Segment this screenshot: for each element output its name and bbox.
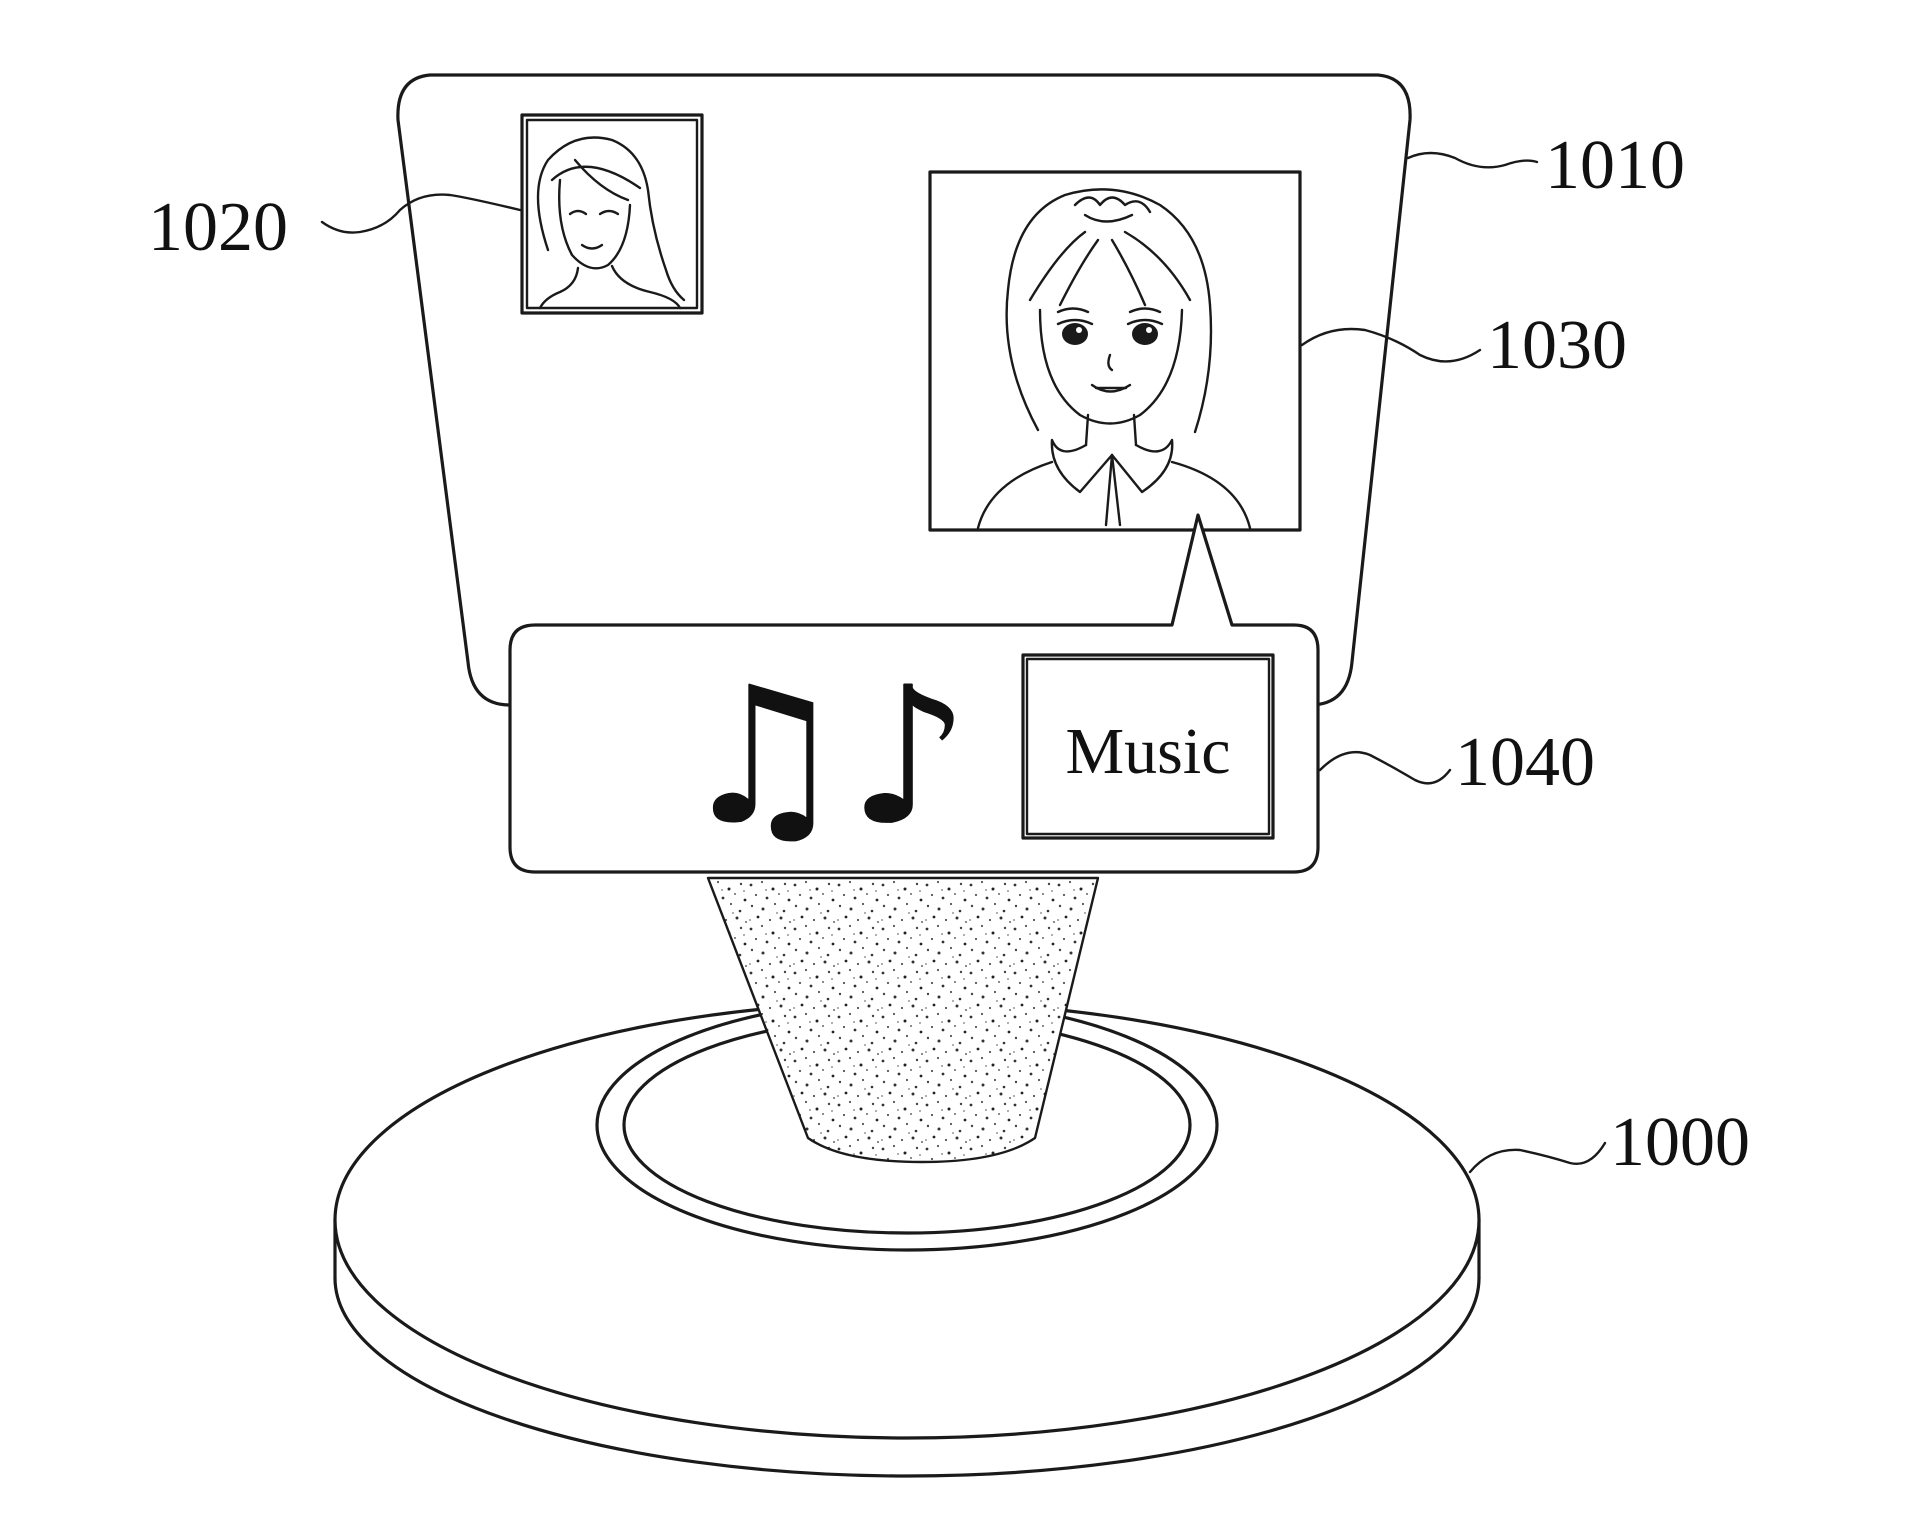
speech-box: ♫♪ Music xyxy=(508,513,1320,874)
label-1040: 1040 xyxy=(1455,724,1595,801)
projection-beam xyxy=(706,876,1100,1164)
label-1000: 1000 xyxy=(1610,1104,1750,1181)
small-face-frame xyxy=(520,113,704,315)
woman-portrait-icon xyxy=(536,136,686,310)
large-face-frame xyxy=(928,170,1302,532)
reference-labels: 1010 1020 1030 1040 1000 xyxy=(148,127,1750,1181)
music-notes-icon: ♫♪ xyxy=(678,646,970,867)
leader-lines xyxy=(320,151,1607,1174)
girl-avatar-portrait-icon xyxy=(976,188,1252,530)
music-button[interactable]: Music xyxy=(1021,653,1275,840)
label-1020: 1020 xyxy=(148,189,288,266)
music-button-label: Music xyxy=(1066,715,1231,788)
label-1010: 1010 xyxy=(1545,127,1685,204)
label-1030: 1030 xyxy=(1487,307,1627,384)
